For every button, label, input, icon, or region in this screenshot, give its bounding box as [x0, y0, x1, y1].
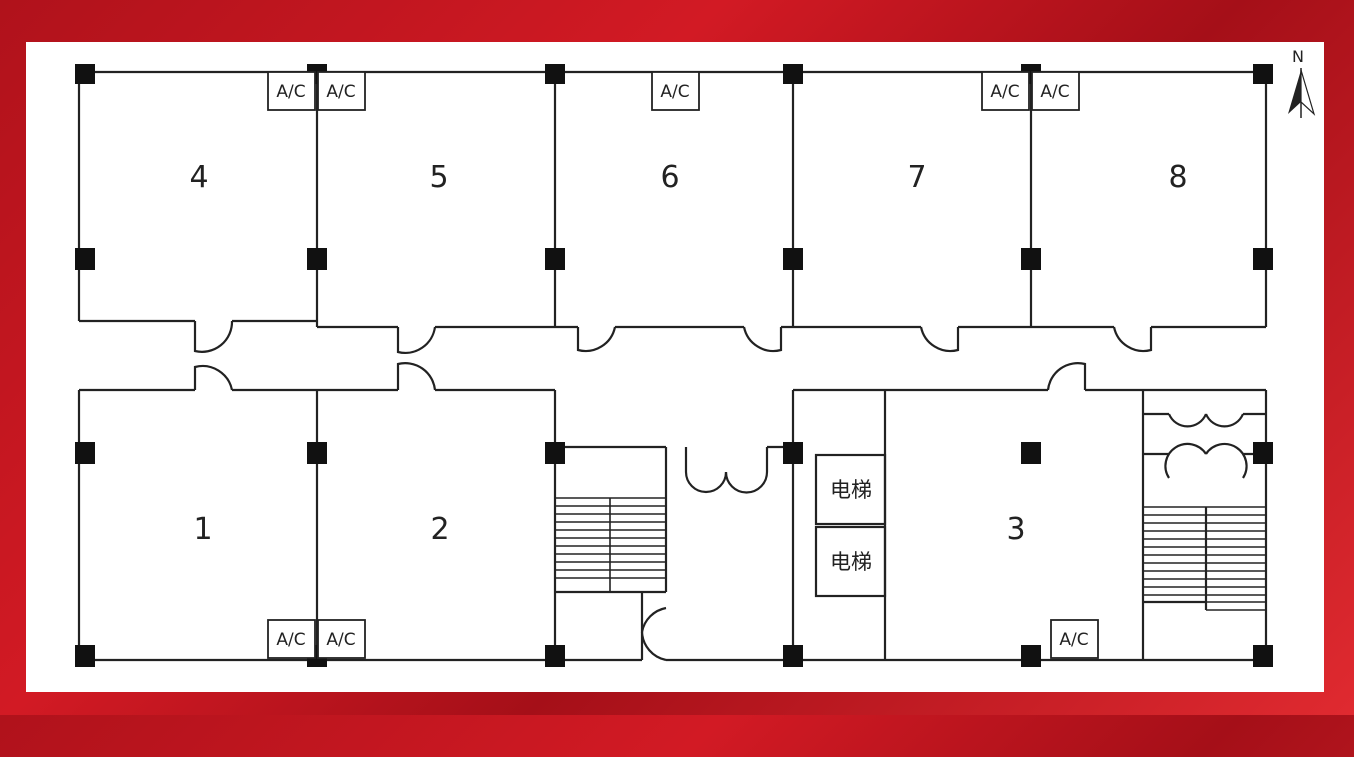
columns	[75, 64, 1273, 667]
room-number-7: 7	[907, 160, 926, 195]
ac-label: A/C	[326, 630, 355, 650]
room-number-6: 6	[660, 160, 679, 195]
ac-unit	[267, 619, 316, 659]
column	[75, 442, 95, 464]
elevator-label: 电梯	[830, 478, 872, 502]
column	[783, 442, 803, 464]
floor-plan-panel: A/C A/C A/C A/C A/C A/C A/C A/C 1 2 3 4 …	[26, 42, 1324, 692]
ac-label: A/C	[1040, 82, 1069, 102]
column	[75, 64, 95, 84]
ac-label: A/C	[326, 82, 355, 102]
ac-label: A/C	[1059, 630, 1088, 650]
column	[545, 442, 565, 464]
ac-unit	[981, 71, 1030, 111]
ac-label: A/C	[276, 82, 305, 102]
column	[1021, 645, 1041, 667]
column	[1253, 248, 1273, 270]
stair-treads-east	[1143, 506, 1266, 611]
floor-plan: A/C A/C A/C A/C A/C A/C A/C A/C 1 2 3 4 …	[75, 47, 1316, 667]
room-number-2: 2	[430, 512, 449, 547]
column	[783, 248, 803, 270]
ac-unit	[267, 71, 316, 111]
north-arrow-icon: N	[1288, 47, 1316, 118]
ac-unit	[1031, 71, 1080, 111]
column	[545, 64, 565, 84]
room-number-8: 8	[1168, 160, 1187, 195]
column	[1021, 248, 1041, 270]
column	[545, 248, 565, 270]
column	[1021, 442, 1041, 464]
ac-label: A/C	[660, 82, 689, 102]
stair-treads-west	[555, 497, 666, 592]
ac-unit	[317, 71, 366, 111]
column	[1253, 442, 1273, 464]
room-number-1: 1	[193, 512, 212, 547]
elevator-label: 电梯	[830, 550, 872, 574]
room-number-4: 4	[189, 160, 208, 195]
north-label: N	[1292, 47, 1304, 66]
walls	[77, 70, 1268, 662]
ac-units	[267, 71, 1099, 659]
column	[307, 442, 327, 464]
ac-unit	[317, 619, 366, 659]
column	[783, 64, 803, 84]
column	[783, 645, 803, 667]
column	[1253, 64, 1273, 84]
ac-unit	[651, 71, 700, 111]
column	[75, 645, 95, 667]
ac-label: A/C	[276, 630, 305, 650]
column	[545, 645, 565, 667]
column	[75, 248, 95, 270]
room-number-3: 3	[1006, 512, 1025, 547]
column	[1253, 645, 1273, 667]
ac-unit	[1050, 619, 1099, 659]
column	[307, 248, 327, 270]
ac-label: A/C	[990, 82, 1019, 102]
room-number-5: 5	[429, 160, 448, 195]
